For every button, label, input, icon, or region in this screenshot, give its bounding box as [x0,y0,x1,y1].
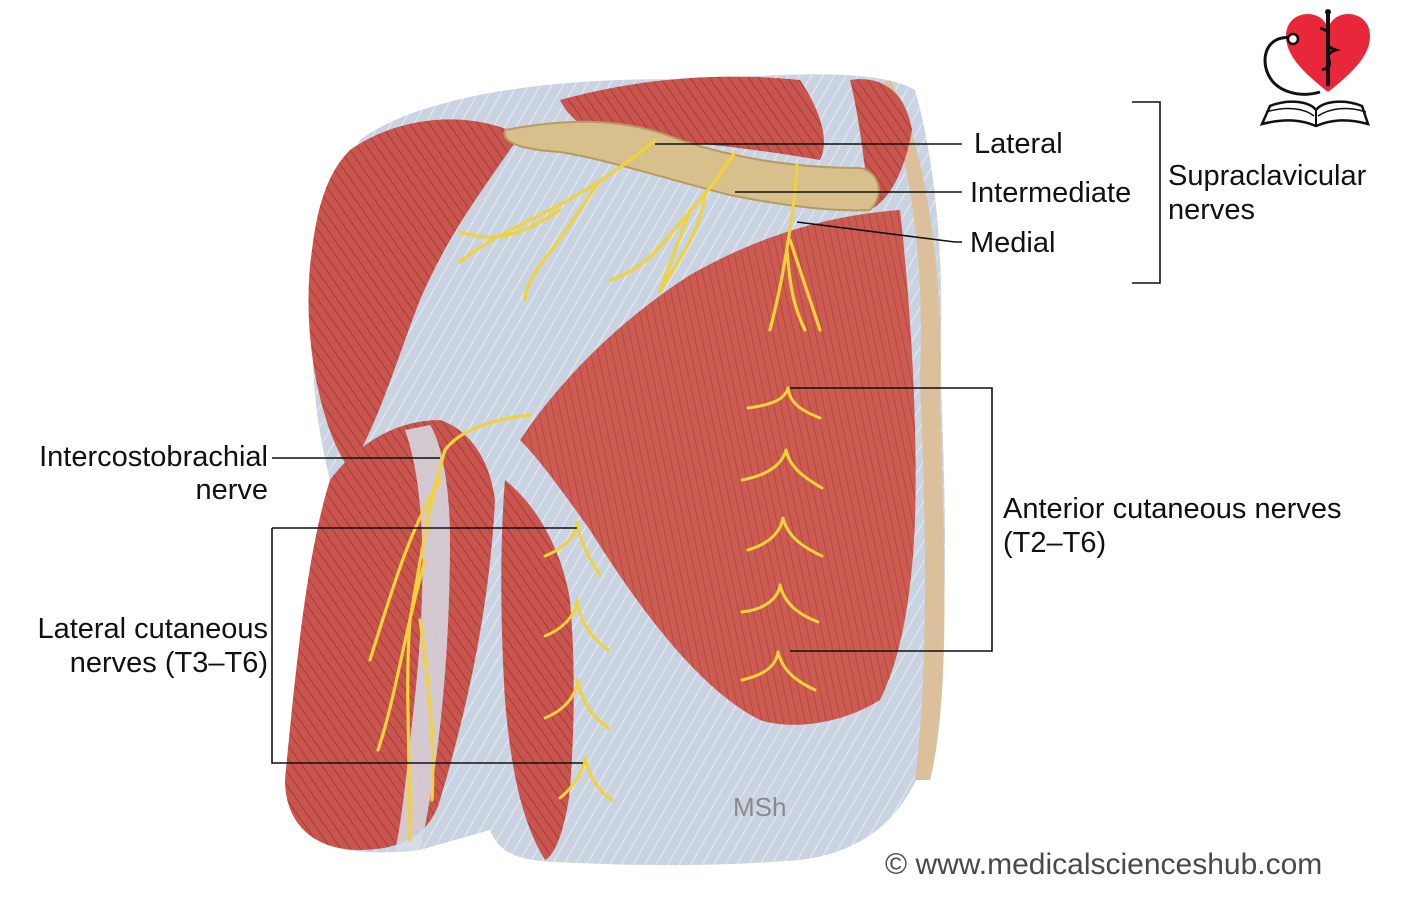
pectoralis-major-muscle [520,210,916,725]
leader-lines [271,101,1161,764]
deltoid-muscle [308,119,520,470]
heart-caduceus-stethoscope-book-logo [1259,9,1370,128]
label-medial: Medial [970,227,1056,259]
label-anterior-cutaneous: Anterior cutaneous nerves [1003,493,1342,525]
copyright-text: © www.medicalscienceshub.com [885,848,1323,881]
label-intercostobrachial: Intercostobrachial [39,441,268,473]
label-supraclavicular: Supraclavicular [1168,160,1367,192]
label-lateral-cutaneous: Lateral cutaneous [37,613,268,645]
lateral-cutaneous-branches [543,520,614,802]
nerve-branches [368,138,822,842]
torso-skin-edge [880,80,945,780]
label-intercostobrachial-nerve: nerve [195,474,268,506]
artist-initials: MSh [733,792,787,822]
label-lateral: Lateral [974,128,1063,160]
label-intermediate: Intermediate [970,177,1132,209]
anterior-cutaneous-branches [740,386,824,692]
clavicle-bone [503,120,880,212]
label-anterior-cutaneous-range: (T2–T6) [1003,527,1107,559]
label-lateral-cutaneous-nerves: nerves (T3–T6) [69,647,268,679]
serratus-anterior-muscle [501,480,574,860]
label-supraclavicular-nerves: nerves [1168,194,1256,226]
